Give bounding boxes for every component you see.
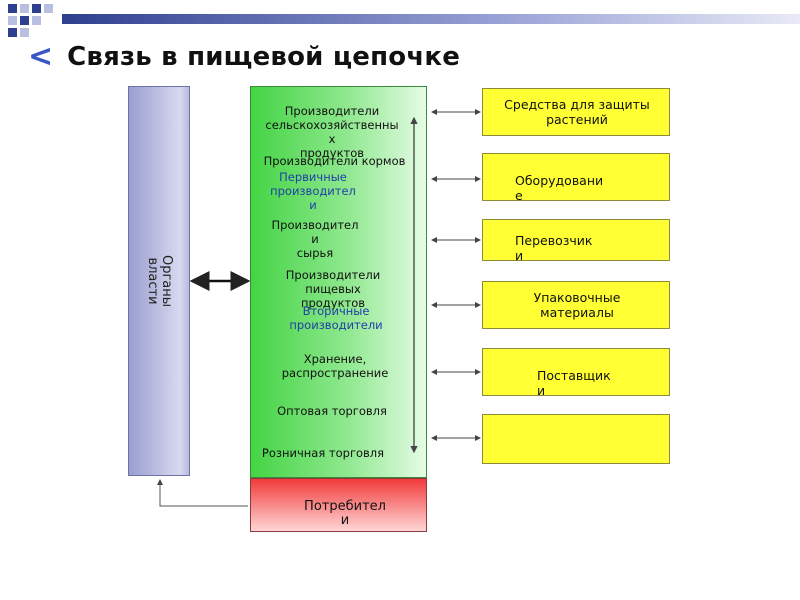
decor-square <box>20 28 29 37</box>
consumer-authority-arrow <box>157 479 248 507</box>
label-storage: Хранение, распространение <box>281 352 389 380</box>
box-carriers-label: Перевозчик и <box>515 233 593 263</box>
label-secondary-producers: Вторичные производители <box>289 304 383 332</box>
decor-square <box>20 16 29 25</box>
label-primary-producers: Первичные производител и <box>270 170 356 212</box>
chevron-left-icon: < <box>28 39 54 74</box>
decor-square <box>8 28 17 37</box>
label-wholesale: Оптовая торговля <box>277 404 387 418</box>
box-suppliers-label: Поставщик и <box>537 368 611 398</box>
decor-square <box>8 4 17 13</box>
box-plant-protection-label: Средства для защиты растений <box>504 97 650 127</box>
box-plant-protection: Средства для защиты растений <box>482 88 670 136</box>
food-chain-block <box>250 86 427 478</box>
box-carriers: Перевозчик и <box>482 219 670 263</box>
consumer-block <box>250 478 427 532</box>
title-row: < Связь в пищевой цепочке <box>28 40 460 74</box>
box-suppliers: Поставщик и <box>482 348 670 398</box>
label-producers-raw: Производител и сырья <box>271 218 359 260</box>
label-consumers: Потребител и <box>304 499 386 528</box>
label-producers-agri: Производители сельскохозяйственны х прод… <box>265 104 399 160</box>
box-empty <box>482 414 670 464</box>
label-retail: Розничная торговля <box>261 446 385 460</box>
label-producers-food: Производители пищевых продуктов <box>285 268 381 310</box>
slide-title: Связь в пищевой цепочке <box>67 42 461 72</box>
box-packaging: Упаковочные материалы <box>482 281 670 329</box>
decor-square <box>20 4 29 13</box>
decor-square <box>32 4 41 13</box>
box-equipment-label: Оборудовани е <box>515 173 604 203</box>
decor-square <box>44 4 53 13</box>
label-producers-feed: Производители кормов <box>263 154 406 168</box>
box-equipment: Оборудовани е <box>482 153 670 203</box>
decor-square <box>8 16 17 25</box>
header-bar <box>62 14 800 24</box>
decor-square <box>32 16 41 25</box>
box-packaging-label: Упаковочные материалы <box>533 290 621 320</box>
